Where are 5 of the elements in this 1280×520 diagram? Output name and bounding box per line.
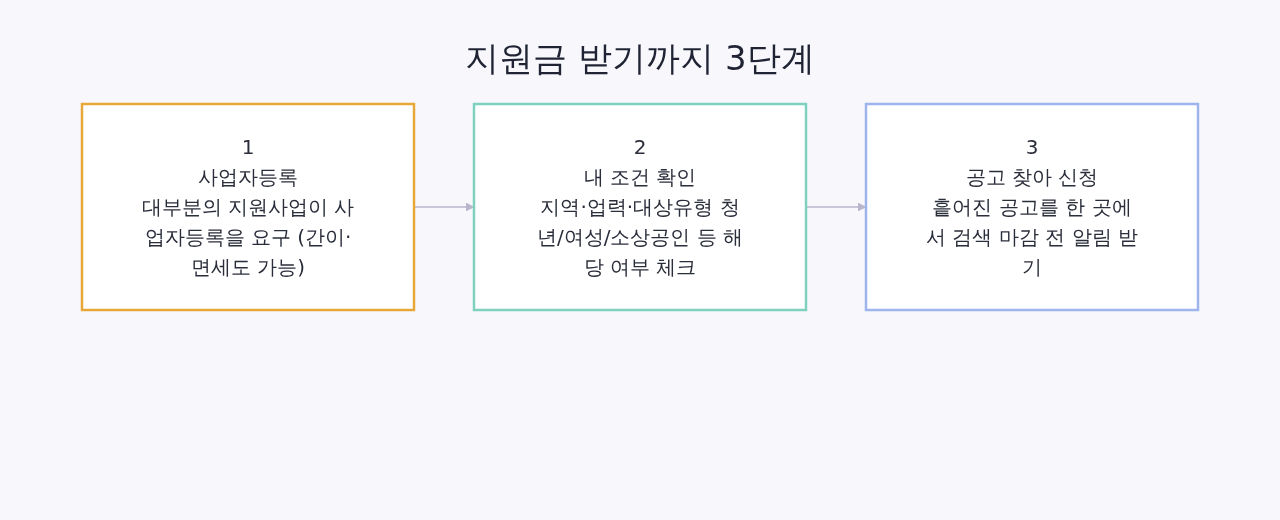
node-box [80, 102, 416, 312]
diagram-title: 지원금 받기까지 3단계 [464, 37, 816, 80]
flow-diagram: 1 사업자등록 대부분의 지원사업이 사업자등록을 요구 (간이·면세도 가능) 2 내 조건 확인 지역·업력·대상유형 청년/여성/소상공인 등 해당 여부 체크 3 공고 찾아 신청 흩어진 공고를 한 곳에서 검색 마감 전 알림 받기 [74, 96, 1206, 318]
node-box [472, 102, 808, 312]
node-box [864, 102, 1200, 312]
